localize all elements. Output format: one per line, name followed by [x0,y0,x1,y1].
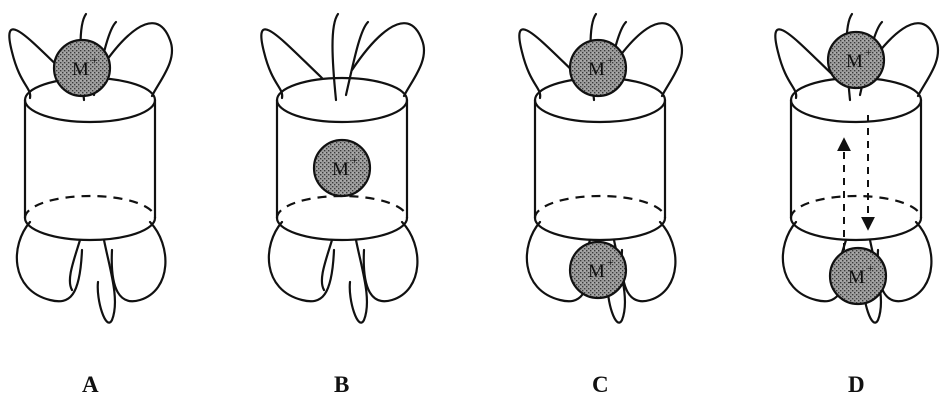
panel-label-a: A [82,372,99,397]
ion-charge: + [351,153,358,167]
metal-ion-bottom: M + [830,248,886,304]
metal-ion: M + [54,40,110,96]
panel-label-c: C [592,372,609,397]
ion-label: M [846,51,863,72]
ion-charge: + [867,261,874,275]
panel-label-d: D [848,372,865,397]
panel-b: M + B [261,14,424,397]
ion-charge: + [91,53,98,67]
ion-label: M [588,261,605,282]
panel-a: M + A [9,14,172,397]
metal-ion-top: M + [570,40,626,96]
metal-ion: M + [314,140,370,196]
ion-charge: + [865,45,872,59]
ion-label: M [72,59,89,80]
metal-ion-top: M + [828,32,884,88]
panel-c: M + M + C [519,14,682,397]
metal-ion-bottom: M + [570,242,626,298]
ion-label: M [332,159,349,180]
ion-charge: + [607,53,614,67]
panel-label-b: B [334,372,349,397]
ion-charge: + [607,255,614,269]
ion-label: M [848,267,865,288]
ion-label: M [588,59,605,80]
exchange-arrows [844,115,868,250]
panel-d: M + M + D [775,14,938,397]
